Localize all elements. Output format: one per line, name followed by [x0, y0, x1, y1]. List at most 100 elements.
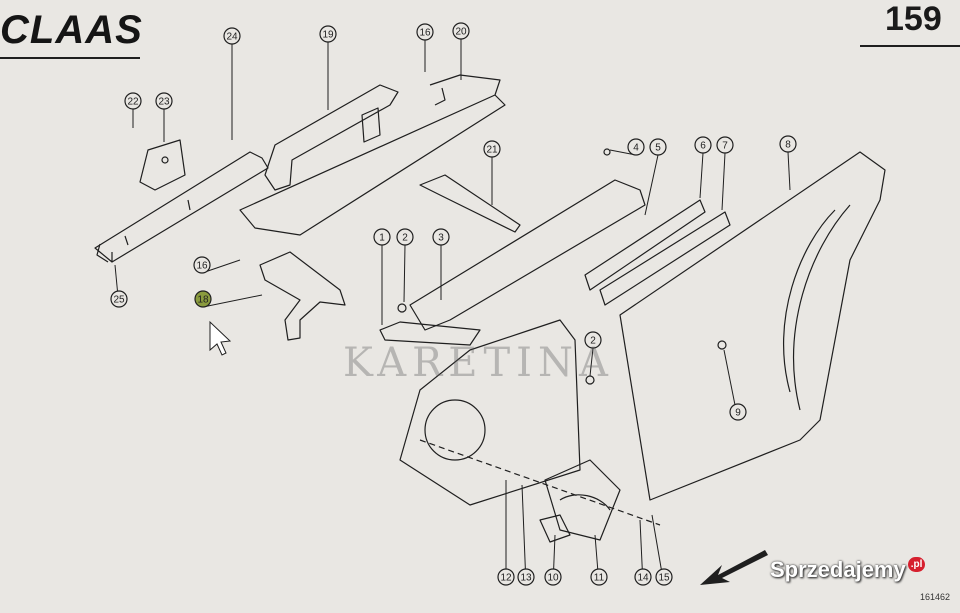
callout-circle: [497, 568, 515, 586]
bolt-4: [603, 148, 611, 156]
callout-3: 3: [432, 228, 450, 246]
callout-label: 7: [722, 141, 728, 152]
part-bracket-19: [264, 84, 399, 191]
callout-label: 16: [196, 261, 208, 272]
callout-24: 24: [223, 27, 241, 45]
part-plate-23: [139, 139, 186, 191]
panel-8-rib-2: [783, 209, 836, 393]
callout-circle: [373, 228, 391, 246]
callout-circle: [716, 136, 734, 154]
callout-label: 22: [127, 97, 139, 108]
callout-label: 13: [520, 573, 532, 584]
callout-label: 10: [547, 573, 559, 584]
callout-circle: [155, 92, 173, 110]
callout-label: 14: [637, 573, 649, 584]
callout-circle: [110, 290, 128, 308]
callout-7: 7: [716, 136, 734, 154]
part-rail-7: [599, 211, 731, 306]
callout-label: 1: [379, 233, 385, 244]
part-funnel-11: [544, 459, 621, 541]
bolt-9: [717, 340, 727, 350]
part-plate-1: [379, 321, 481, 346]
callout-19: 19: [319, 25, 337, 43]
callout-circle: [193, 256, 211, 274]
page-number: 159: [885, 0, 942, 38]
leader-line-2: [403, 244, 406, 303]
leader-line-2: [589, 347, 594, 377]
leader-line-13: [521, 484, 527, 586]
callout-23: 23: [155, 92, 173, 110]
callout-circle: [416, 23, 434, 41]
part-rail-6: [584, 199, 706, 291]
callout-16: 16: [193, 256, 211, 274]
brand-logo: CLAAS: [0, 8, 143, 52]
callout-label: 20: [455, 27, 467, 38]
callout-label: 5: [655, 143, 661, 154]
assembly-axis: [419, 439, 661, 526]
callout-25: 25: [110, 290, 128, 308]
panel-8-rib-1: [793, 204, 851, 411]
callout-8: 8: [779, 135, 797, 153]
leader-line-18: [202, 294, 263, 308]
callout-label: 2: [402, 233, 408, 244]
callout-label: 6: [700, 141, 706, 152]
callout-2: 2: [396, 228, 414, 246]
part-10: [539, 514, 571, 543]
callout-circle: [517, 568, 535, 586]
callout-21: 21: [483, 140, 501, 158]
callout-4: 4: [627, 138, 645, 156]
callout-label: 9: [735, 408, 741, 419]
callout-14: 14: [634, 568, 652, 586]
callout-circle: [223, 27, 241, 45]
direction-arrow-icon: [700, 550, 768, 585]
callout-6: 6: [694, 136, 712, 154]
marketplace-suffix: .pl: [907, 557, 926, 572]
callout-label: 8: [785, 140, 791, 151]
callout-circle: [694, 136, 712, 154]
callout-circle: [124, 92, 142, 110]
callout-circle: [396, 228, 414, 246]
callout-15: 15: [655, 568, 673, 586]
callout-label: 15: [658, 573, 670, 584]
callout-circle: [544, 568, 562, 586]
callout-label: 18: [197, 295, 209, 306]
part-panel-8: [619, 151, 886, 501]
watermark-text: KARETINA: [343, 340, 614, 386]
callout-1: 1: [373, 228, 391, 246]
part-bracket-20: [239, 74, 506, 236]
callout-9: 9: [729, 403, 747, 421]
part-bracket-21: [419, 174, 521, 233]
callout-label: 24: [226, 32, 238, 43]
callout-16: 16: [416, 23, 434, 41]
callout-label: 19: [322, 30, 334, 41]
callout-label: 11: [594, 573, 605, 584]
callout-circle: [634, 568, 652, 586]
callout-circle: [432, 228, 450, 246]
callout-10: 10: [544, 568, 562, 586]
housing-opening: [424, 399, 486, 461]
marketplace-name: Sprzedajemy: [770, 557, 906, 582]
callout-22: 22: [124, 92, 142, 110]
callout-circle: [627, 138, 645, 156]
leader-line-6: [699, 152, 704, 199]
callout-12: 12: [497, 568, 515, 586]
callout-label: 21: [486, 145, 498, 156]
callout-label: 23: [158, 97, 170, 108]
callout-circle: [590, 568, 608, 586]
callout-2: 2: [584, 331, 602, 349]
bolt-2a: [397, 303, 407, 313]
hole-23: [161, 156, 169, 164]
callout-label: 3: [438, 233, 444, 244]
callout-label: 16: [419, 28, 431, 39]
callout-circle: [319, 25, 337, 43]
callout-5: 5: [649, 138, 667, 156]
leader-line-7: [721, 152, 726, 211]
leader-line-5: [644, 154, 659, 216]
leader-line-16: [201, 259, 241, 274]
callout-circle: [779, 135, 797, 153]
leader-line-8: [787, 151, 791, 191]
callout-label: 25: [113, 295, 125, 306]
